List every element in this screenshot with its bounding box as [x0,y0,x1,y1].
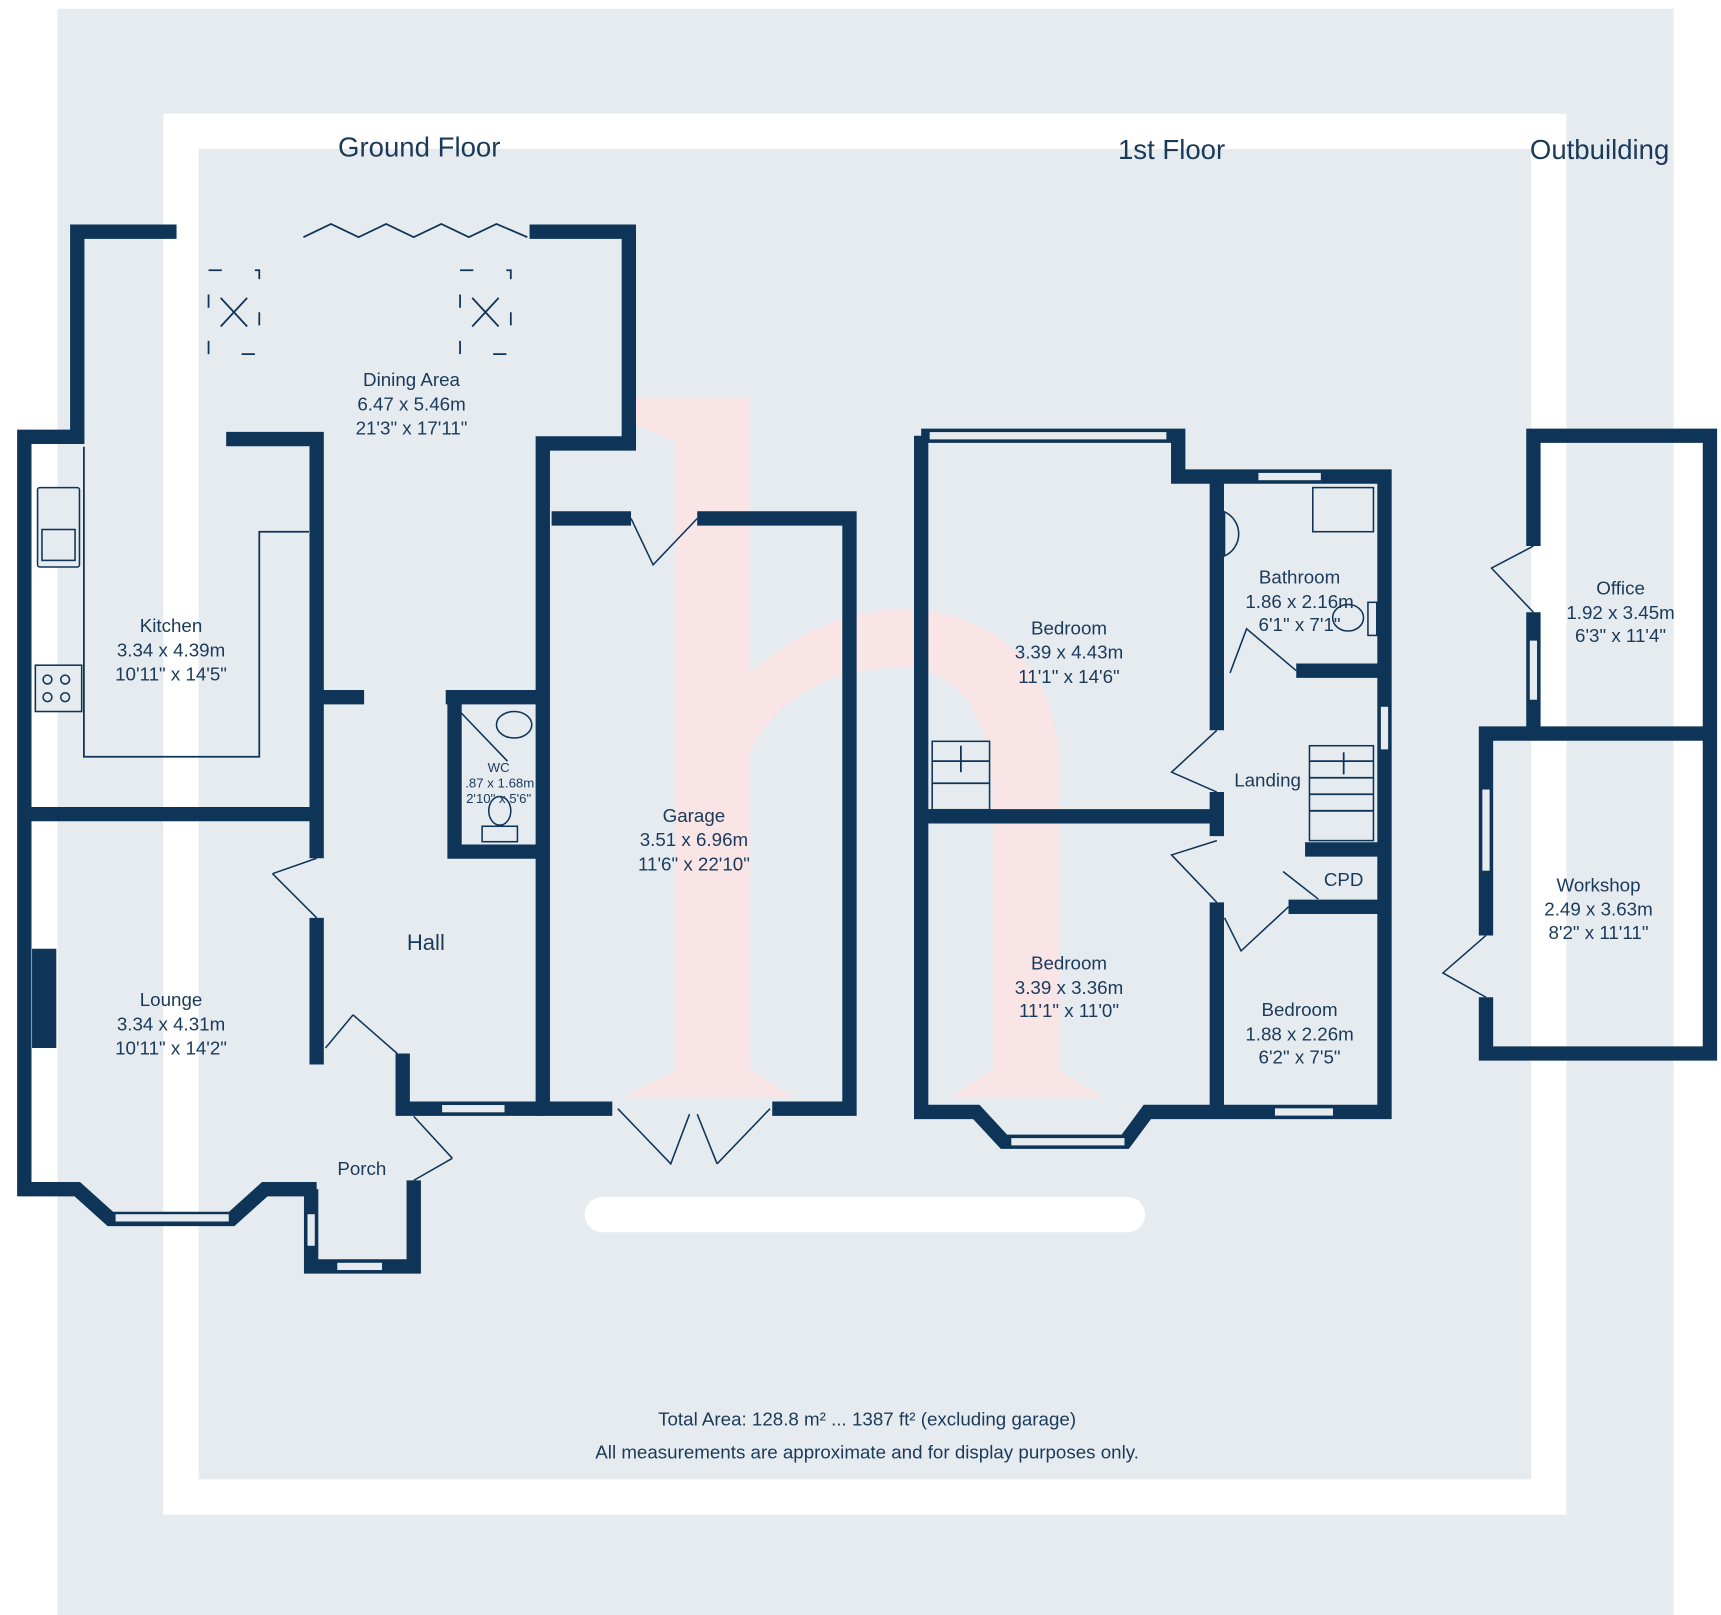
room-metric: 3.34 x 4.39m [117,639,225,660]
room-dining: Dining Area 6.47 x 5.46m 21'3" x 17'11" [356,369,468,439]
room-metric: 2.49 x 3.63m [1544,899,1652,920]
room-name: Bathroom [1259,567,1340,588]
room-name: Dining Area [363,369,461,390]
room-workshop: Workshop 2.49 x 3.63m 8'2" x 11'11" [1544,874,1652,942]
ground-floor-title: Ground Floor [338,132,500,163]
plan-background [57,8,1674,1615]
room-lounge: Lounge 3.34 x 4.31m 10'11" x 14'2" [115,989,227,1059]
room-garage: Garage 3.51 x 6.96m 11'6" x 22'10" [638,805,750,875]
first-floor-title: 1st Floor [1118,134,1225,165]
room-metric: 1.86 x 2.16m [1245,591,1353,612]
room-landing: Landing [1234,770,1301,791]
room-bedroom-3: Bedroom 1.88 x 2.26m 6'2" x 7'5" [1245,999,1353,1067]
room-name: Bedroom [1031,953,1107,974]
drive-bar [584,1196,1146,1233]
watermark-logo [623,397,1104,1098]
room-name: Bedroom [1031,617,1107,638]
room-imperial: 11'1" x 14'6" [1018,666,1119,687]
room-hall: Hall [407,930,445,955]
room-kitchen: Kitchen 3.34 x 4.39m 10'11" x 14'5" [115,615,227,685]
room-imperial: 8'2" x 11'11" [1548,922,1648,943]
room-name: Kitchen [140,615,203,636]
room-name: Garage [663,805,726,826]
room-imperial: 6'2" x 7'5" [1259,1046,1341,1067]
ground-floor-walls [17,222,857,1274]
room-wc: WC .87 x 1.68m 2'10" x 5'6" [465,760,534,806]
room-metric: 3.39 x 4.43m [1015,642,1123,663]
room-bedroom-1: Bedroom 3.39 x 4.43m 11'1" x 14'6" [1015,617,1123,687]
room-metric: 3.51 x 6.96m [640,829,748,850]
room-imperial: 10'11" x 14'5" [115,664,227,685]
room-imperial: 2'10" x 5'6" [466,791,531,806]
room-porch: Porch [337,1158,386,1179]
room-metric: 3.34 x 4.31m [117,1013,225,1034]
room-name: Lounge [140,989,203,1010]
room-office: Office 1.92 x 3.45m 6'3" x 11'4" [1566,578,1674,646]
room-name: Bedroom [1262,999,1338,1020]
room-metric: 1.88 x 2.26m [1245,1023,1353,1044]
room-name: Workshop [1556,874,1640,895]
room-imperial: 10'11" x 14'2" [115,1038,227,1059]
outbuilding-walls [1441,428,1718,1061]
total-area: Total Area: 128.8 m² ... 1387 ft² (exclu… [658,1408,1076,1429]
room-name: Office [1596,578,1645,599]
room-name: WC [488,760,510,775]
room-metric: 3.39 x 3.36m [1015,977,1123,998]
room-bedroom-2: Bedroom 3.39 x 3.36m 11'1" x 11'0" [1015,953,1123,1021]
outbuilding-title: Outbuilding [1530,134,1669,165]
room-cpd: CPD [1324,869,1364,890]
room-imperial: 6'1" x 7'1" [1259,614,1341,635]
room-metric: .87 x 1.68m [465,776,534,791]
room-metric: 6.47 x 5.46m [357,393,465,414]
room-metric: 1.92 x 3.45m [1566,602,1674,623]
disclaimer: All measurements are approximate and for… [595,1441,1139,1462]
room-imperial: 21'3" x 17'11" [356,418,468,439]
first-floor-walls [914,428,1392,1149]
room-imperial: 11'6" x 22'10" [638,853,750,874]
room-imperial: 11'1" x 11'0" [1019,1000,1119,1021]
room-bathroom: Bathroom 1.86 x 2.16m 6'1" x 7'1" [1245,567,1353,635]
room-imperial: 6'3" x 11'4" [1575,625,1666,646]
